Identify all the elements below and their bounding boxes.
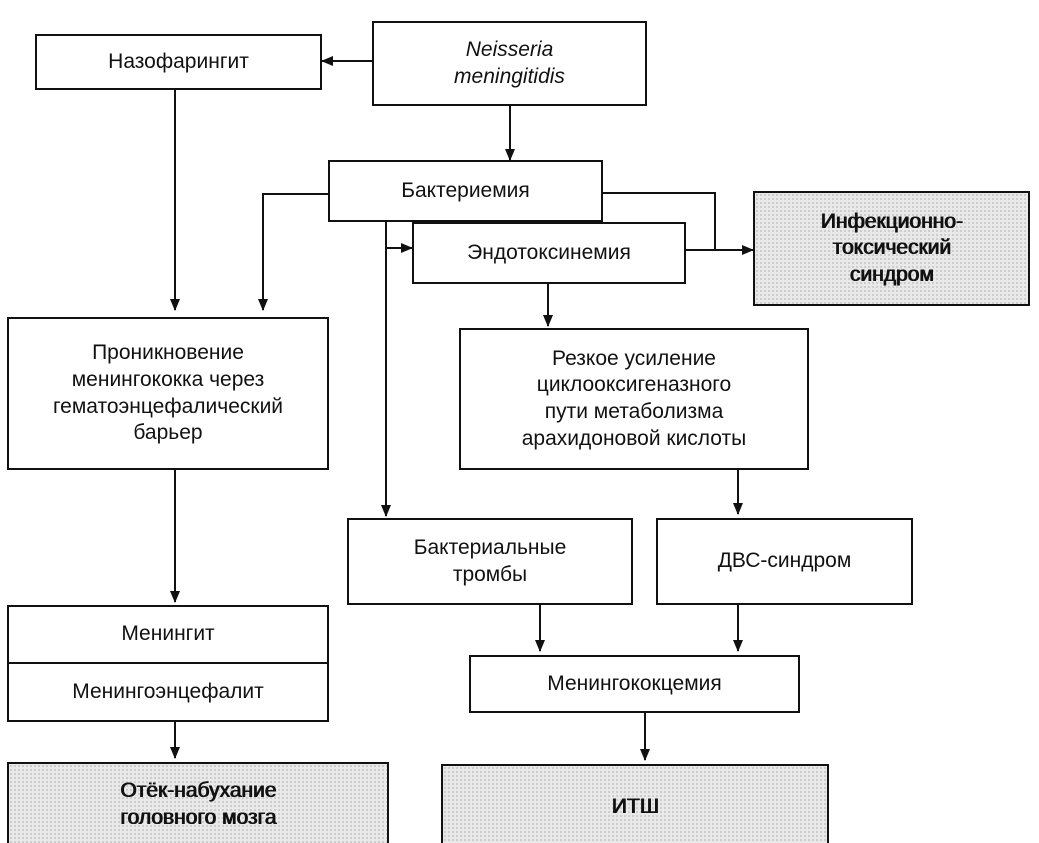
- node-meningoencephalitis: Менингоэнцефалит: [7, 662, 329, 722]
- node-itsh-label: ИТШ: [611, 795, 659, 818]
- node-endotoxinemia-label: Эндотоксинемия: [467, 240, 631, 264]
- node-bbb-penetration: Проникновение менингококка через гематоэ…: [7, 317, 329, 470]
- node-itsh: ИТШ: [441, 764, 829, 843]
- node-neisseria-label: Neisseria meningitidis: [454, 37, 565, 88]
- node-meningitis-label: Менингит: [121, 622, 215, 646]
- arrow-bacteremia-to-endotoxinemia: [385, 222, 413, 253]
- node-meningoencephalitis-label: Менингоэнцефалит: [72, 679, 264, 703]
- node-dic-syndrome: ДВС-синдром: [656, 518, 913, 605]
- node-meningococcemia-label: Менингококцемия: [547, 671, 722, 695]
- node-bacteremia: Бактериемия: [328, 160, 603, 222]
- line-bacteremia-to-infectious: [603, 192, 716, 250]
- node-penetration-label: Проникновение менингококка через гематоэ…: [52, 341, 284, 445]
- node-neisseria-meningitidis: Neisseria meningitidis: [372, 21, 647, 106]
- node-dic-label: ДВС-синдром: [717, 549, 852, 573]
- node-bacteremia-label: Бактериемия: [401, 178, 530, 202]
- node-meningitis: Менингит: [7, 605, 329, 664]
- node-bacterial-thrombi: Бактериальные тромбы: [347, 518, 633, 605]
- node-brain-edema: Отёк-набухание головного мозга: [7, 762, 389, 843]
- node-infectious-toxic-label: Инфекционно- токсический синдром: [820, 209, 963, 286]
- node-endotoxinemia: Эндотоксинемия: [412, 222, 686, 284]
- node-cyclooxygenase: Резкое усиление циклооксигеназного пути …: [459, 328, 809, 470]
- node-nasopharyngitis-label: Назофарингит: [108, 49, 249, 73]
- node-cyclooxygenase-label: Резкое усиление циклооксигеназного пути …: [521, 346, 747, 450]
- node-meningococcemia: Менингококцемия: [469, 655, 800, 713]
- node-thrombi-label: Бактериальные тромбы: [413, 535, 567, 586]
- node-brain-edema-label: Отёк-набухание головного мозга: [119, 779, 277, 829]
- arrow-bacteremia-to-penetration: [258, 193, 330, 311]
- node-infectious-toxic-syndrome: Инфекционно- токсический синдром: [753, 191, 1030, 306]
- node-nasopharyngitis: Назофарингит: [35, 34, 322, 90]
